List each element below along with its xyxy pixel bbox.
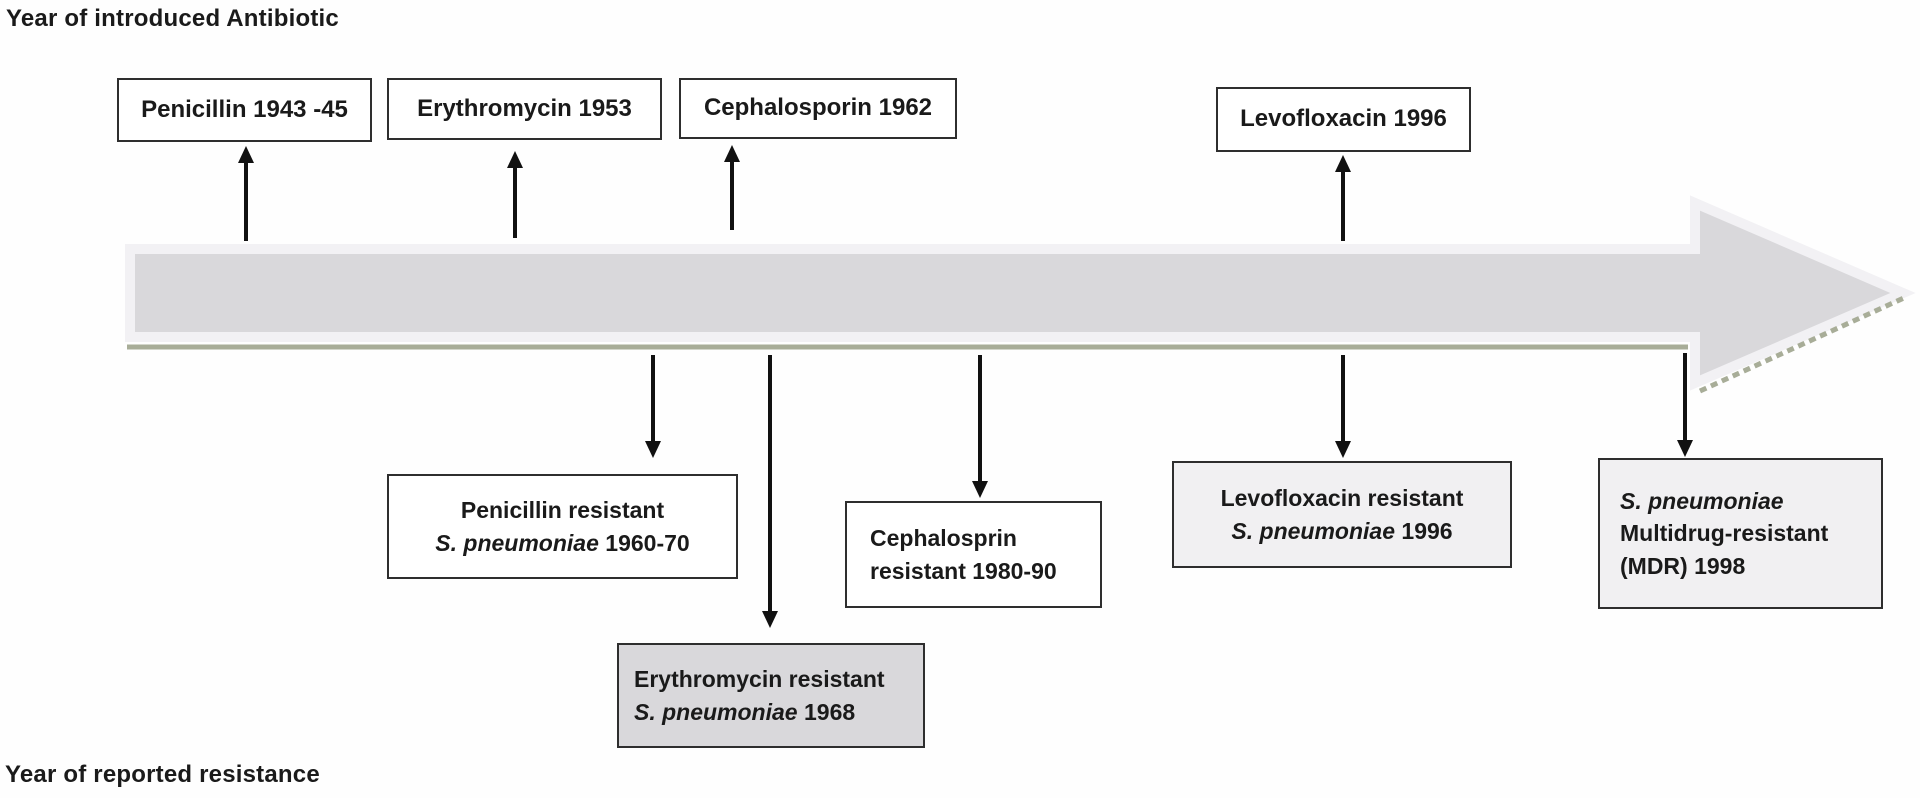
resist-box-penicillin: Penicillin resistant S. pneumoniae 1960-… — [387, 474, 738, 579]
intro-box-levofloxacin-label: Levofloxacin 1996 — [1240, 105, 1447, 133]
resist-box-levofloxacin-line1: Levofloxacin resistant — [1220, 484, 1464, 511]
arrow-shaft — [651, 355, 655, 445]
arrow-head — [724, 145, 740, 162]
cephalosporin-resistant-down-arrow — [972, 355, 988, 498]
arrow-shaft — [513, 164, 517, 238]
arrow-shaft — [1341, 355, 1345, 445]
resist-box-cephalosporin-line1: Cephalosprin — [870, 524, 1017, 551]
arrow-head — [972, 481, 988, 498]
arrow-head — [1335, 441, 1351, 458]
arrow-shaft — [978, 355, 982, 485]
resist-box-mdr: S. pneumoniae Multidrug-resistant (MDR) … — [1598, 458, 1883, 609]
arrow-shaft — [768, 355, 772, 615]
arrow-head — [645, 441, 661, 458]
species-name: S. pneumoniae — [435, 529, 599, 556]
species-name: S. pneumoniae — [634, 698, 798, 725]
resist-box-erythromycin-line2: S. pneumoniae 1968 — [634, 696, 855, 729]
penicillin-up-arrow — [238, 146, 254, 241]
timeline-arrow-shape — [125, 195, 1916, 391]
arrow-shaft — [244, 159, 248, 241]
erythromycin-resistant-down-arrow — [762, 355, 778, 628]
arrow-shaft — [1683, 353, 1687, 444]
intro-box-penicillin: Penicillin 1943 -45 — [117, 78, 372, 142]
resist-box-cephalosporin: Cephalosprin resistant 1980-90 — [845, 501, 1102, 608]
resist-box-penicillin-year: 1960-70 — [598, 529, 690, 556]
cephalosporin-up-arrow — [724, 145, 740, 230]
resist-box-erythromycin-line1: Erythromycin resistant — [634, 665, 885, 692]
resist-box-cephalosporin-line2: resistant 1980-90 — [870, 557, 1057, 584]
intro-box-penicillin-label: Penicillin 1943 -45 — [141, 95, 348, 123]
intro-box-levofloxacin: Levofloxacin 1996 — [1216, 87, 1471, 152]
erythromycin-up-arrow — [507, 151, 523, 238]
intro-box-cephalosporin: Cephalosporin 1962 — [679, 78, 957, 139]
intro-box-cephalosporin-label: Cephalosporin 1962 — [703, 94, 933, 122]
resist-box-penicillin-line2: S. pneumoniae 1960-70 — [435, 527, 689, 560]
mdr-down-arrow — [1677, 353, 1693, 457]
arrow-head — [762, 611, 778, 628]
species-name: S. pneumoniae — [1620, 487, 1784, 514]
arrow-head — [1677, 440, 1693, 457]
resist-box-levofloxacin-line2: S. pneumoniae 1996 — [1231, 515, 1452, 548]
arrow-head — [1335, 155, 1351, 172]
arrow-shaft — [1341, 168, 1345, 241]
intro-box-erythromycin-label: Erythromycin 1953 — [417, 94, 632, 122]
resist-box-levofloxacin: Levofloxacin resistant S. pneumoniae 199… — [1172, 461, 1512, 568]
species-name: S. pneumoniae — [1231, 517, 1396, 544]
resist-box-erythromycin: Erythromycin resistant S. pneumoniae 196… — [617, 643, 925, 748]
arrow-head — [507, 151, 523, 168]
resist-box-mdr-line3: (MDR) 1998 — [1620, 552, 1746, 579]
levofloxacin-resistant-down-arrow — [1335, 355, 1351, 458]
resist-box-mdr-line2: Multidrug-resistant — [1620, 520, 1829, 547]
resist-box-levofloxacin-year: 1996 — [1395, 517, 1453, 544]
arrow-shaft — [730, 158, 734, 230]
resist-box-penicillin-line1: Penicillin resistant — [460, 496, 665, 523]
intro-box-erythromycin: Erythromycin 1953 — [387, 78, 662, 140]
timeline-shadow-diagonal — [1698, 294, 1908, 394]
levofloxacin-up-arrow — [1335, 155, 1351, 241]
resist-box-erythromycin-year: 1968 — [797, 698, 856, 725]
arrow-head — [238, 146, 254, 163]
label-reported-resistance: Year of reported resistance — [5, 761, 320, 788]
label-introduced-antibiotic: Year of introduced Antibiotic — [6, 5, 339, 32]
penicillin-resistant-down-arrow — [645, 355, 661, 458]
